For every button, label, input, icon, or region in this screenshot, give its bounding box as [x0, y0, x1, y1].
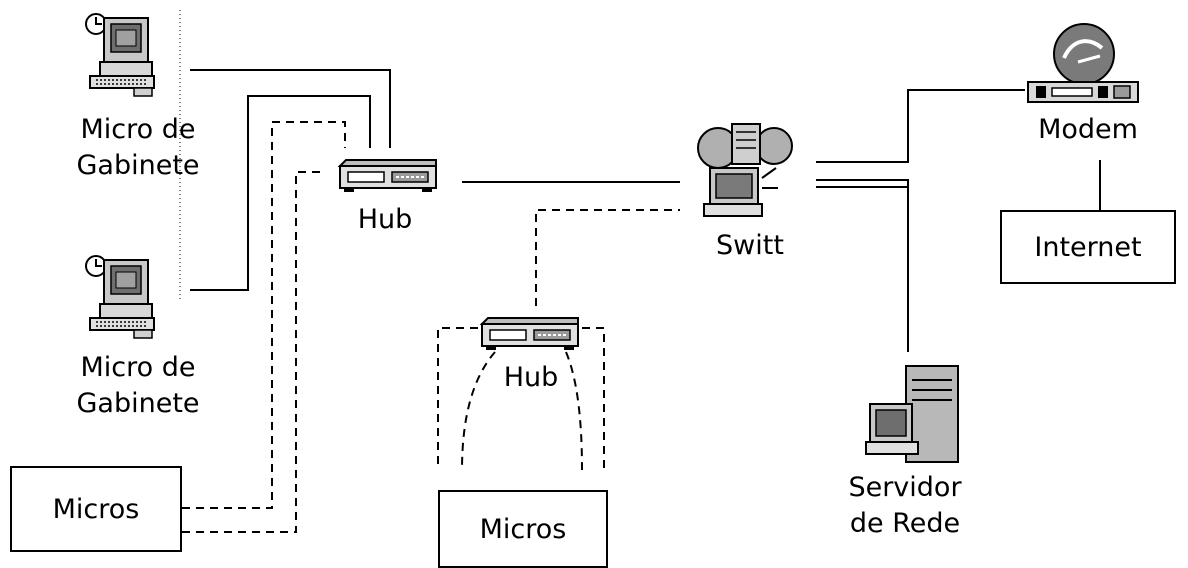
- hub-icon-1: [340, 160, 436, 192]
- micros-left-label: Micros: [53, 494, 140, 525]
- hub-icon-2: [482, 318, 578, 350]
- switch-label: Switt: [700, 228, 800, 264]
- server-label-line2: de Rede: [830, 506, 980, 542]
- micros-bottom-label: Micros: [480, 514, 567, 545]
- modem-label: Modem: [1030, 112, 1146, 148]
- computer-icon-micro1: [86, 14, 154, 96]
- micros-bottom-box: Micros: [438, 490, 608, 568]
- modem-icon: [1028, 24, 1138, 102]
- micro1-label-line1: Micro de: [58, 112, 218, 148]
- micro2-label: Micro de Gabinete: [58, 350, 218, 422]
- link-hub2-micros-l2: [462, 352, 495, 470]
- link-switch-server: [816, 180, 908, 352]
- link-hub2-micros-r2: [566, 352, 582, 470]
- micro2-label-line2: Gabinete: [58, 386, 218, 422]
- micro1-label-line2: Gabinete: [58, 148, 218, 184]
- link-hub2-micros-r1: [582, 328, 604, 470]
- server-icon: [866, 366, 958, 462]
- server-label: Servidor de Rede: [830, 470, 980, 542]
- hub1-label: Hub: [350, 202, 420, 238]
- micro2-label-line1: Micro de: [58, 350, 218, 386]
- internet-label: Internet: [1034, 232, 1141, 263]
- internet-box: Internet: [1000, 210, 1176, 284]
- server-label-line1: Servidor: [830, 470, 980, 506]
- micro1-label: Micro de Gabinete: [58, 112, 218, 184]
- switch-icon: [698, 124, 792, 216]
- computer-icon-micro2: [86, 256, 154, 338]
- solid-links: [190, 70, 1100, 352]
- link-switch-modem: [816, 90, 1025, 162]
- link-micro1-hub1: [190, 70, 390, 148]
- link-hub2-switch: [536, 210, 680, 306]
- micros-left-box: Micros: [10, 466, 182, 552]
- link-hub2-micros-l1: [438, 328, 478, 470]
- hub2-label: Hub: [496, 360, 566, 396]
